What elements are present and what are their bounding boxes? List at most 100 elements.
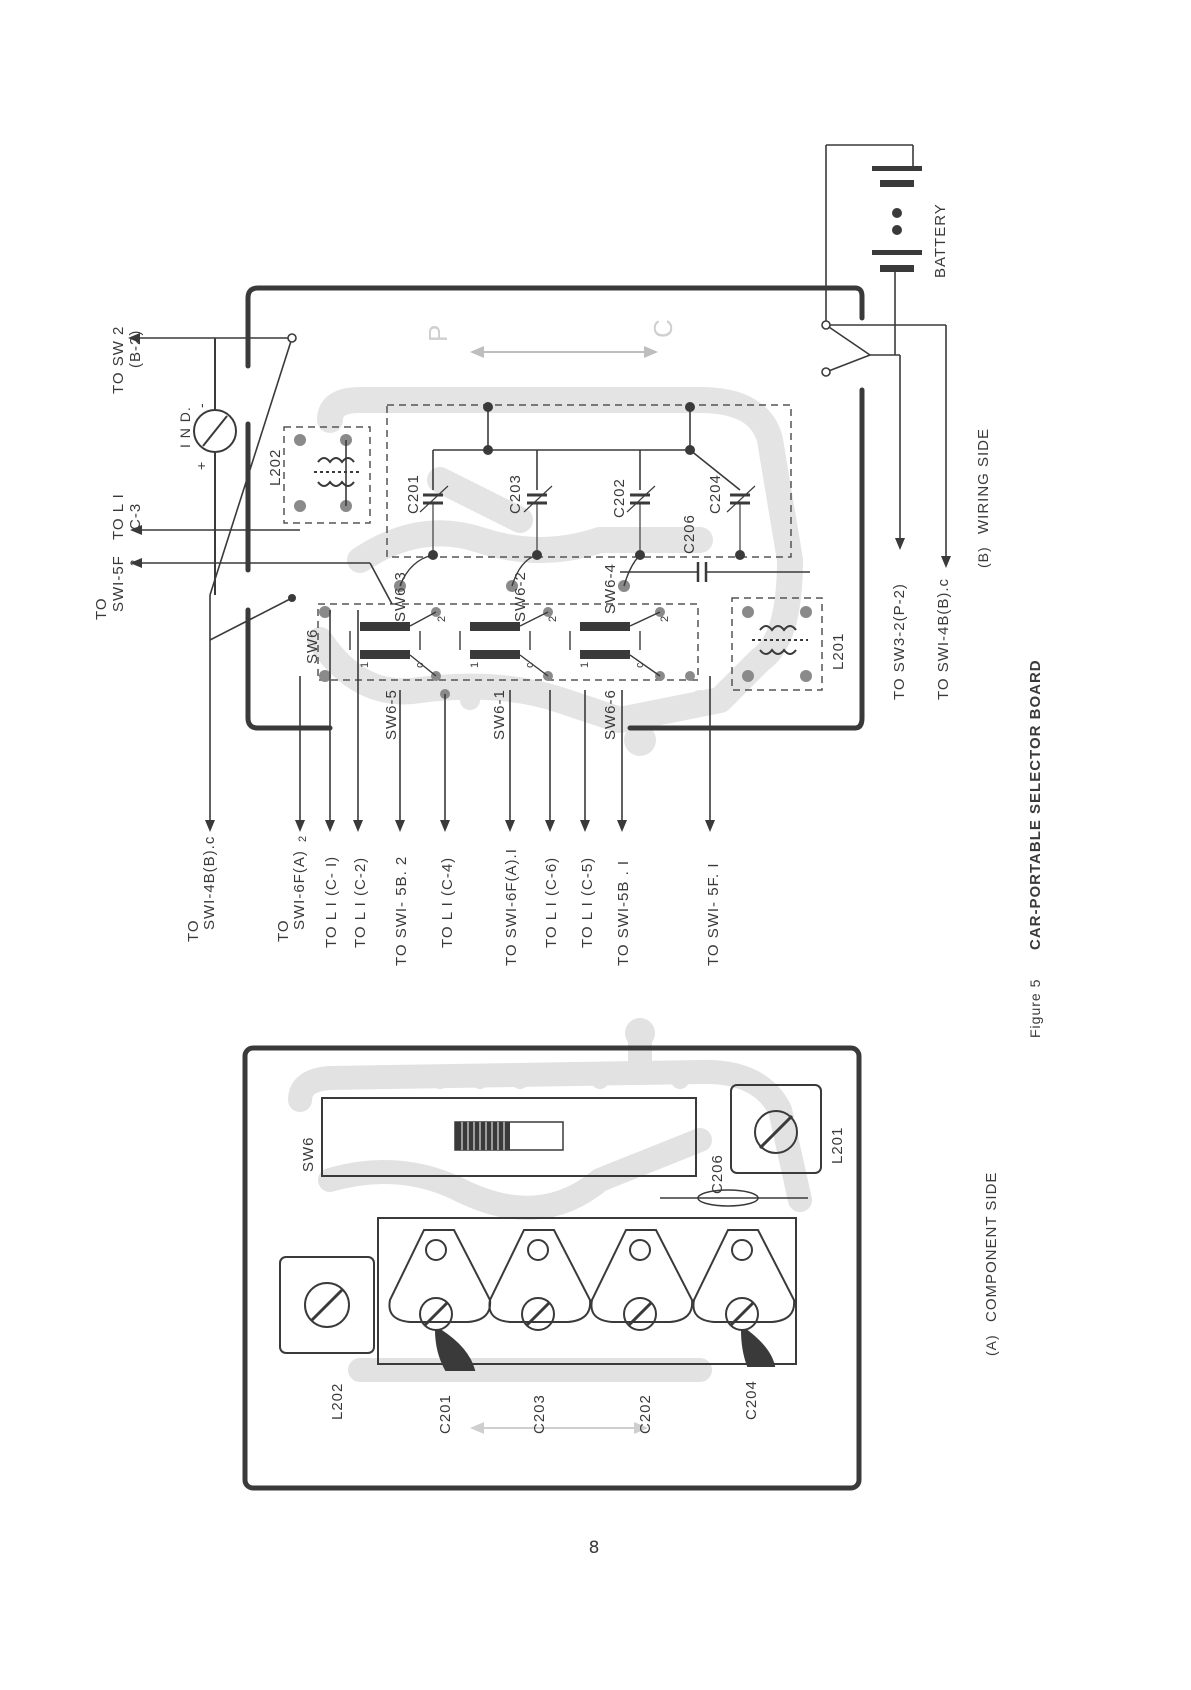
label-c202-component: C202: [637, 1394, 654, 1434]
panel-a-caption: COMPONENT SIDE: [983, 1172, 1000, 1322]
l201-pads: [742, 606, 812, 682]
label-to-l1-c1: TO L I (C- I): [323, 856, 340, 948]
label-to-sw3-2: TO SW3-2(P-2): [891, 583, 908, 700]
battery-terminals: [821, 320, 831, 377]
panel-b-wiring-side: P C: [93, 144, 992, 966]
label-c203-component: C203: [531, 1394, 548, 1434]
label-sw6-6: SW6-6: [602, 689, 619, 740]
label-c201-component: C201: [437, 1394, 454, 1434]
label-c204-component: C204: [743, 1380, 760, 1420]
battery-symbol: [872, 166, 922, 272]
label-ind-minus: -: [193, 402, 209, 408]
figure-title: CAR-PORTABLE SELECTOR BOARD: [1027, 659, 1044, 950]
label-to-sw1-4b-right: TO SWI-4B(B).c: [935, 578, 952, 700]
label-pin-1-c: 1: [579, 662, 591, 668]
label-c203-wiring: C203: [507, 474, 524, 514]
label-to-sw1-6f2-sub: 2: [297, 836, 309, 842]
l202-coil-symbol: [314, 457, 360, 487]
label-pin-1-a: 1: [359, 662, 371, 668]
label-sw2-b2: (B-2): [127, 330, 144, 368]
label-pin-c-2: c: [524, 662, 536, 668]
label-pin-1-b: 1: [469, 662, 481, 668]
label-c201-wiring: C201: [405, 474, 422, 514]
label-to-sw1-4b-left: SWI-4B(B).c: [201, 836, 218, 930]
label-sw6-3: SW6-3: [392, 571, 409, 622]
label-l202-wiring: L202: [267, 449, 284, 486]
label-to-sw1-5b1: TO SWI-5B . I: [615, 860, 632, 966]
label-battery: BATTERY: [932, 203, 949, 278]
component-side-ghost-pads: [431, 1018, 689, 1089]
label-sw6-2: SW6-2: [512, 571, 529, 622]
sw6-slide-knob: [454, 1121, 564, 1151]
p-c-direction-arrow: [470, 346, 658, 358]
label-c204-wiring: C204: [707, 474, 724, 514]
sw6-internal-wires: [349, 554, 661, 677]
label-to-l1-c5: TO L I (C-5): [579, 857, 596, 948]
label-pin-2-a: 2: [436, 616, 448, 622]
label-l201-wiring: L201: [830, 633, 847, 670]
label-to-l1-c4: TO L I (C-4): [439, 857, 456, 948]
c206-capacitor: [660, 1189, 808, 1207]
l202-adjust-screw: [304, 1282, 350, 1328]
l201-coil-symbol: [752, 625, 808, 655]
top-wiring-terminals: [287, 333, 297, 343]
ind-meter-symbol: [193, 338, 237, 595]
left-arrowheads: [205, 820, 715, 832]
label-sw1-5f: SWI-5F: [110, 555, 127, 612]
label-sw6-component: SW6: [300, 1136, 317, 1172]
battery-wiring: [825, 144, 947, 558]
label-to-sw1-6f2: SWI-6F(A): [291, 850, 308, 930]
l202-coil-box: [279, 1256, 375, 1354]
label-ind-plus: +: [193, 461, 209, 470]
label-to-l1-c2: TO L I (C-2): [352, 857, 369, 948]
c206-capacitor-symbol: [620, 562, 810, 582]
trimmer-c201: [388, 1229, 492, 1371]
label-c206-wiring: C206: [681, 514, 698, 554]
top-arrowheads: [128, 333, 142, 568]
label-c206-component: C206: [709, 1154, 726, 1194]
label-to-l1-c6: TO L I (C-6): [543, 857, 560, 948]
c-arrow-label: C: [648, 319, 678, 338]
label-to-sw1-4b-left-to: TO: [185, 919, 202, 942]
l201-coil-box: [730, 1084, 822, 1174]
left-terminal-arrows: [299, 610, 711, 822]
label-sw1-5f-sub: 2: [129, 560, 141, 566]
label-pin-c-3: c: [634, 662, 646, 668]
label-pin-c-1: c: [414, 662, 426, 668]
label-to-sw1-5f1: TO SWI- 5F. I: [705, 862, 722, 966]
right-arrowheads: [895, 538, 951, 568]
trimmer-bank-body: [377, 1217, 797, 1365]
label-ind: I N D.: [177, 406, 193, 448]
p-arrow-label: P: [423, 325, 453, 342]
panel-b-caption: WIRING SIDE: [975, 428, 992, 534]
label-l201-component: L201: [829, 1127, 846, 1164]
board-outline: [245, 285, 865, 731]
component-board-outline: [242, 1045, 862, 1491]
panel-a-caption-letter: (A): [983, 1334, 999, 1356]
capacitor-bus-wiring: [432, 407, 741, 491]
sw6-slide-switch-body: [321, 1097, 697, 1177]
label-pin-2-c: 2: [659, 616, 671, 622]
page-number: 8: [588, 1538, 600, 1558]
panel-a-component-side: SW6 C206 L201 L202 C201 C203 C202 C204 (…: [242, 1018, 1000, 1491]
label-to-sw1-6f1: TO SWI-6F(A).I: [503, 848, 520, 966]
label-sw6-wiring: SW6: [304, 628, 321, 664]
label-c202-wiring: C202: [611, 478, 628, 518]
trimmer-c204: [692, 1229, 796, 1367]
label-sw6-1: SW6-1: [491, 689, 508, 740]
component-side-ghost-arrow: [470, 1422, 648, 1434]
figure-label: Figure 5: [1027, 979, 1043, 1038]
label-l1-c3: C-3: [127, 503, 144, 530]
label-to-sw2: TO SW 2: [110, 326, 127, 394]
trimmer-c203: [488, 1229, 592, 1331]
label-to-sw1-6f2-to: TO: [275, 919, 292, 942]
label-sw6-4: SW6-4: [602, 563, 619, 614]
trimmer-arrows: [419, 485, 756, 555]
sw6-switch-sections: [360, 622, 630, 659]
label-l202-component: L202: [329, 1383, 346, 1420]
label-pin-2-b: 2: [547, 616, 559, 622]
dashed-outlines: [283, 404, 823, 691]
trimmer-c202: [590, 1229, 694, 1331]
pcb-pad-ghost: [460, 690, 710, 756]
